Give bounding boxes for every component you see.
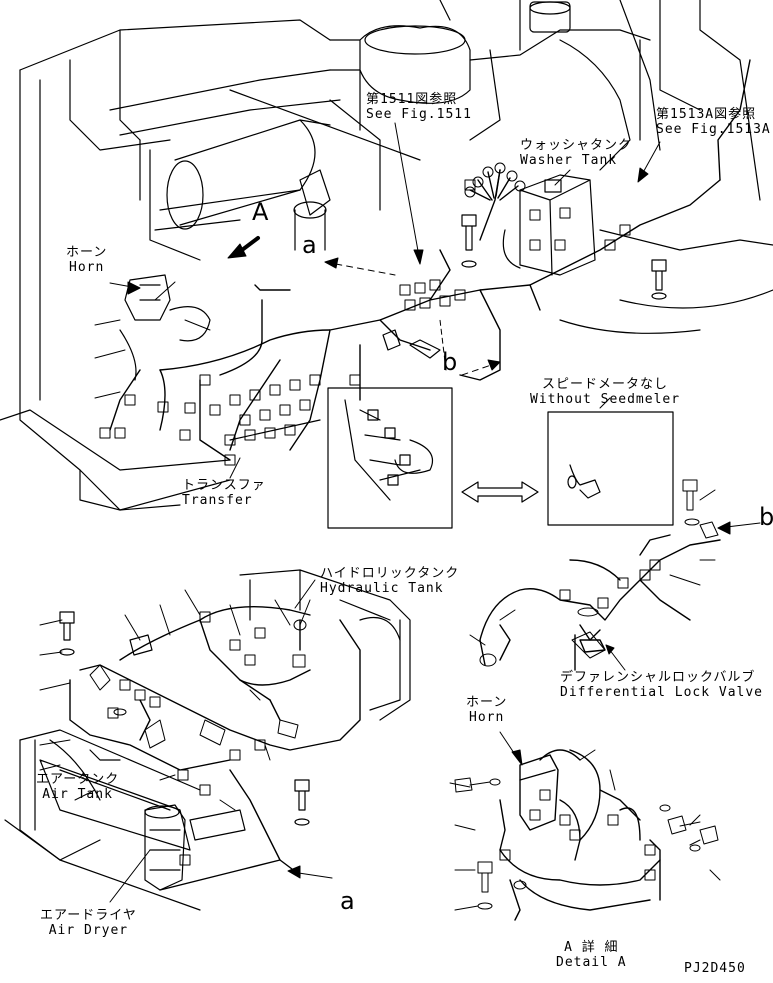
label-detail-a-jp: A 詳 細: [564, 940, 619, 955]
label-air-dryer: エアードライヤ Air Dryer: [40, 908, 137, 938]
lower-connectors: [89, 611, 307, 866]
washer-tank: [502, 174, 596, 276]
label-washer-tank: ウォッシャタンク Washer Tank: [520, 138, 632, 168]
label-hydraulic-tank: ハイドロリックタンク Hydraulic Tank: [320, 566, 459, 596]
label-without-speedometer-jp: スピードメータなし: [542, 377, 669, 392]
label-air-dryer-jp: エアードライヤ: [40, 908, 137, 923]
label-transfer-jp: トランスファ: [182, 478, 266, 493]
label-without-speedometer-en: Without Seedmeler: [530, 392, 681, 407]
label-air-tank-jp: エアータンク: [36, 772, 120, 787]
label-horn-detail-en: Horn: [469, 710, 505, 725]
label-air-dryer-en: Air Dryer: [48, 923, 129, 938]
label-washer-tank-en: Washer Tank: [520, 153, 618, 168]
label-horn-detail: ホーン Horn: [466, 695, 507, 725]
label-transfer: トランスファ Transfer: [182, 478, 266, 508]
hydraulic-tank: [239, 569, 411, 721]
label-see-fig-1511-jp: 第1511図参照: [366, 92, 458, 107]
label-transfer-en: Transfer: [182, 493, 253, 508]
label-see-fig-1511: 第1511図参照 See Fig.1511: [366, 92, 472, 122]
diff-lock-assembly: [479, 534, 721, 671]
detail-a-drawing: [499, 749, 661, 921]
label-see-fig-1511-en: See Fig.1511: [366, 107, 472, 122]
label-air-tank-en: Air Tank: [42, 787, 113, 802]
label-washer-tank-jp: ウォッシャタンク: [520, 138, 633, 153]
label-horn-detail-jp: ホーン: [466, 695, 508, 710]
label-detail-a-en: Detail A: [556, 955, 627, 970]
label-without-speedometer: スピードメータなし Without Seedmeler: [530, 377, 680, 407]
detail-a-parts: [454, 777, 719, 910]
label-differential-lock-valve: デファレンシャルロックバルブ Differential Lock Valve: [560, 670, 763, 700]
inset-box-right: [547, 411, 674, 526]
label-horn-upper: ホーン Horn: [66, 245, 107, 275]
label-differential-lock-valve-jp: デファレンシャルロックバルブ: [560, 670, 756, 685]
label-detail-a: A 詳 細 Detail A: [556, 940, 627, 970]
callout-a-top: a: [302, 231, 317, 259]
air-tank: [39, 759, 191, 851]
inset-box-left: [327, 387, 453, 529]
upper-tank: [166, 119, 331, 230]
horn-upper: [119, 274, 211, 381]
upper-connectors: [99, 162, 631, 466]
leader-lines: [39, 122, 761, 911]
machine-frame-upper: [0, 19, 341, 511]
label-hydraulic-tank-en: Hydraulic Tank: [320, 581, 444, 596]
label-horn-upper-en: Horn: [69, 260, 105, 275]
label-see-fig-1513a: 第1513A図参照 See Fig.1513A: [656, 107, 771, 137]
callout-b-right: b: [759, 503, 773, 531]
drawing-code: PJ2D450: [684, 961, 746, 976]
lower-harness: [69, 606, 361, 891]
label-hydraulic-tank-jp: ハイドロリックタンク: [320, 566, 460, 581]
swap-arrow: [461, 481, 539, 503]
engine-components: [229, 0, 773, 334]
label-air-tank: エアータンク Air Tank: [36, 772, 119, 802]
callout-a-bottom: a: [340, 887, 355, 915]
lower-frame: [4, 729, 201, 911]
label-differential-lock-valve-en: Differential Lock Valve: [560, 685, 764, 700]
air-dryer: [144, 804, 246, 891]
label-see-fig-1513a-en: See Fig.1513A: [656, 122, 771, 137]
diff-lock-parts: [479, 479, 719, 667]
label-horn-upper-jp: ホーン: [66, 245, 108, 260]
upper-bolts: [382, 214, 667, 359]
label-view-a: A: [252, 198, 269, 226]
label-see-fig-1513a-jp: 第1513A図参照: [656, 107, 757, 122]
callout-b-middle: b: [442, 348, 458, 376]
lower-bolts: [59, 611, 310, 826]
